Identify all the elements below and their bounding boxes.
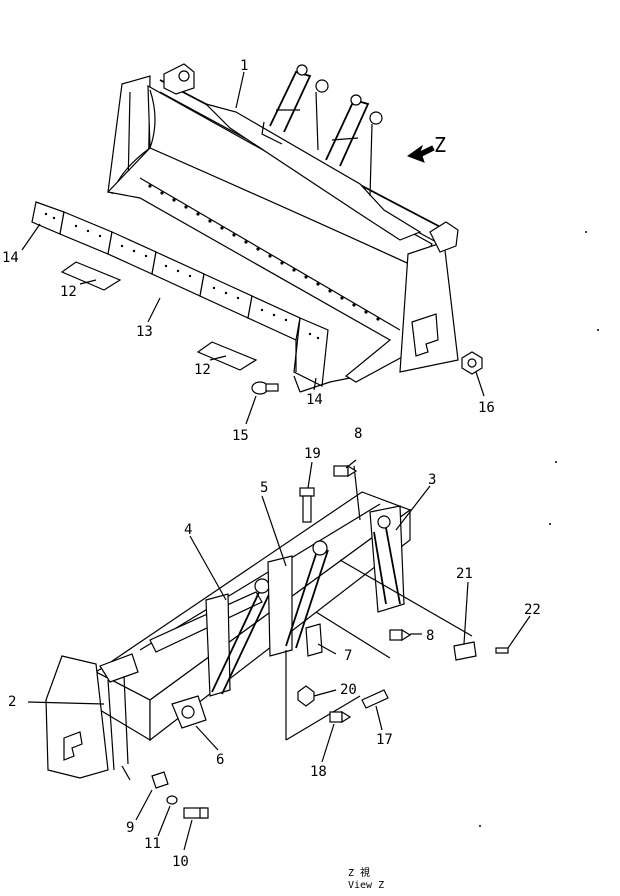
view-z-arrow-icon [406, 144, 435, 163]
caption-line-1: Z 視 [348, 866, 370, 879]
blade [106, 63, 459, 383]
bolt-10-icon [183, 807, 209, 819]
cover-plate-21-icon [453, 641, 477, 661]
bolt-19-icon [299, 487, 315, 523]
callout-3: 3 [428, 472, 436, 488]
callout-20: 20 [340, 682, 357, 698]
callout-8-upper: 8 [354, 426, 362, 442]
callout-8-right: 8 [426, 628, 434, 644]
callout-6: 6 [216, 752, 224, 768]
caption-line-2: View Z [348, 880, 384, 891]
callout-5: 5 [260, 480, 268, 496]
frame-assembly [45, 465, 473, 781]
callout-14-right: 14 [306, 392, 323, 408]
callout-12-upper: 12 [60, 284, 77, 300]
grease-fitting-right-icon [389, 628, 412, 642]
callout-18: 18 [310, 764, 327, 780]
callout-10: 10 [172, 854, 189, 870]
callout-13: 13 [136, 324, 153, 340]
callout-21: 21 [456, 566, 473, 582]
callout-22: 22 [524, 602, 541, 618]
leader-lines [21, 71, 531, 851]
fitting-18-icon [329, 710, 352, 724]
clamp-9-icon [151, 771, 169, 789]
plow-bolt-icon [251, 381, 279, 395]
callout-19: 19 [304, 446, 321, 462]
callout-15: 15 [232, 428, 249, 444]
screw-22-icon [495, 647, 509, 654]
nut-20-icon [297, 685, 315, 707]
nut-icon [461, 351, 483, 375]
washer-11-icon [166, 795, 178, 805]
callout-14-left: 14 [2, 250, 19, 266]
callout-9: 9 [126, 820, 134, 836]
callout-2: 2 [8, 694, 16, 710]
pin-17-icon [361, 689, 389, 709]
view-z-marker: Z [434, 133, 446, 157]
callout-12-lower: 12 [194, 362, 211, 378]
edge-bolt-holes [44, 212, 320, 340]
callout-17: 17 [376, 732, 393, 748]
grease-fitting-upper-icon [333, 464, 358, 478]
callout-16: 16 [478, 400, 495, 416]
callout-1: 1 [240, 58, 248, 74]
cutting-edge-assembly [31, 201, 329, 387]
shim-lower [196, 341, 258, 371]
bolt-hole-row [148, 184, 380, 321]
callout-11: 11 [144, 836, 161, 852]
shim-upper [60, 261, 122, 291]
callout-4: 4 [184, 522, 192, 538]
callout-7: 7 [344, 648, 352, 664]
